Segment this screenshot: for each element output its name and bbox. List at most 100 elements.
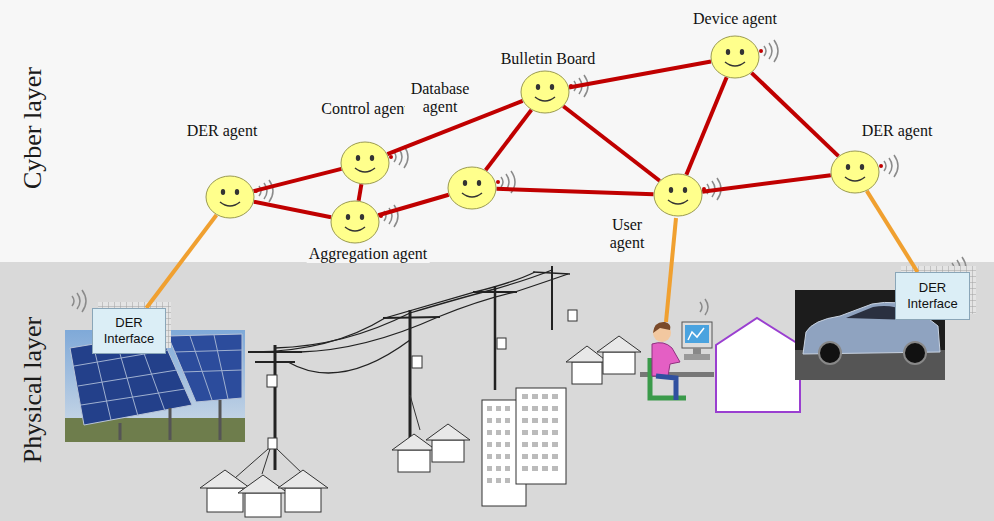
face-eye [669,187,673,193]
building-window [552,466,558,471]
face-eye [726,49,730,55]
transformer [267,375,277,387]
building-window [522,430,528,435]
building-window [522,418,528,423]
agent-link [496,189,653,194]
building-window [552,418,558,423]
power-line [250,272,535,352]
agent-link [359,184,362,200]
face-outline [206,176,254,218]
wireless-dot [759,49,763,53]
face-eye [221,189,225,195]
building-window [552,454,558,459]
layer-band: Cyber layerDER agentControl agentBulleti… [0,0,994,262]
house [207,488,243,512]
house [572,362,602,384]
user-figure [656,376,676,400]
face-smile [220,202,240,206]
vehicle-photo [819,342,841,364]
utility-pole [248,352,302,362]
agent-link [254,169,342,191]
utility-pole [473,291,517,293]
agent-label: DER agent [860,122,935,140]
building-window [487,406,492,411]
building-window [522,394,528,399]
wireless-symbol [72,40,966,315]
building-window [496,418,501,423]
face-smile [355,168,375,172]
agent-link [563,106,659,181]
building-window [532,454,538,459]
building-window [496,454,501,459]
user-figure [652,343,680,376]
building-window [522,442,528,447]
agent-node: Database agent [447,166,497,210]
agent-link [378,195,448,215]
building-window [487,466,492,471]
building-window [542,454,548,459]
face-smile [535,97,555,101]
wireless-symbol [72,290,86,312]
face-eye [370,155,374,161]
building-window [552,442,558,447]
face-eye [235,189,239,195]
face-eye [536,84,540,90]
agent-face [340,141,390,185]
face-eye [360,214,364,220]
interface-link [867,191,918,272]
building-window [487,478,492,483]
agent-node: DER agent [830,150,880,194]
power-line [288,340,410,373]
face-eye [846,164,850,170]
house [603,352,635,374]
building-window [487,418,492,423]
building-window [496,478,501,483]
utility-pole [409,310,412,440]
agent-link [686,77,726,175]
wireless-symbol [700,299,708,315]
building-window [505,418,510,423]
house [392,434,436,450]
user-figure [684,354,710,360]
agent-node: Aggregation agent [330,200,380,244]
building-window [487,430,492,435]
agent-label: Database agent [405,80,475,116]
face-eye [346,214,350,220]
agent-label: DER agent [185,122,260,140]
building-window [487,442,492,447]
face-smile [845,177,865,181]
agent-face [520,70,570,114]
utility-pole [494,286,497,390]
building-window [532,430,538,435]
solar-panel-photo [174,335,242,400]
face-eye [356,155,360,161]
face-outline [831,151,879,193]
utility-pole [383,317,440,318]
wireless-symbol [884,155,898,177]
face-smile [725,62,745,66]
solar-panel-photo [120,400,220,440]
building-window [496,442,501,447]
agent-face [830,150,880,194]
face-outline [521,71,569,113]
agent-node: User agent [653,173,703,217]
utility-pole [551,266,553,330]
building-window [496,406,501,411]
agent-label: Aggregation agent [307,245,430,263]
building-window [496,430,501,435]
interface-label: DER Interface [98,315,160,347]
agent-link [702,175,831,192]
building-window [487,454,492,459]
face-outline [654,174,702,216]
user-figure [685,325,709,343]
face-outline [711,36,759,78]
building-window [542,394,548,399]
utility-pole [274,345,277,470]
agent-label: User agent [603,216,651,252]
agent-face [205,175,255,219]
interface-box: DER Interface [92,308,166,354]
layer-band: Physical layerDER InterfaceDER Interface [0,262,994,521]
building-window [532,442,538,447]
